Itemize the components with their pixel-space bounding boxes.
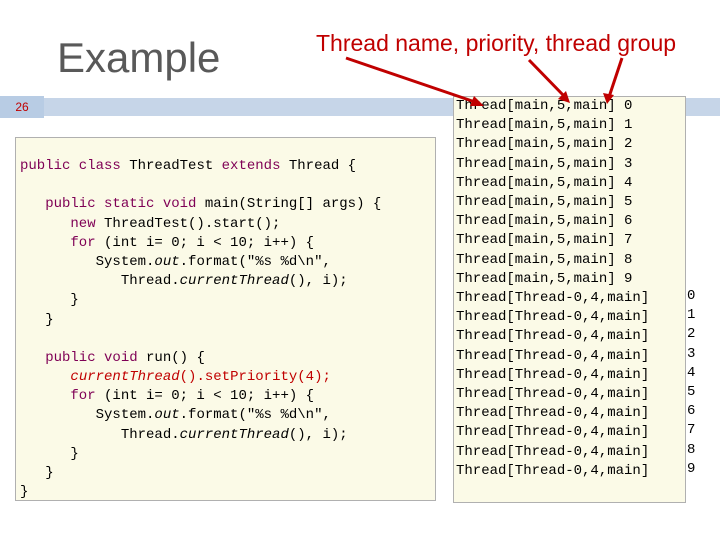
output-line: Thread[main,5,main] 7 bbox=[456, 232, 633, 249]
slide-title: Example bbox=[57, 34, 221, 81]
output-line: Thread[Thread-0,4,main] bbox=[456, 328, 650, 345]
code-line bbox=[20, 330, 381, 349]
output-line: Thread[main,5,main] 8 bbox=[456, 251, 633, 268]
output-counter: 8 bbox=[687, 441, 696, 458]
output-line: Thread[Thread-0,4,main] bbox=[456, 386, 650, 403]
output-line: Thread[main,5,main] 2 bbox=[456, 136, 633, 153]
output-counter: 4 bbox=[687, 364, 696, 381]
code-line: } bbox=[20, 311, 54, 328]
output-counter: 9 bbox=[687, 460, 696, 477]
output-line: Thread[Thread-0,4,main] bbox=[456, 290, 650, 307]
code-line bbox=[20, 176, 381, 195]
output-counter: 5 bbox=[687, 384, 696, 401]
output-line: Thread[main,5,main] 6 bbox=[456, 213, 633, 230]
code-line: public class ThreadTest extends Thread { bbox=[20, 158, 357, 174]
output-line: Thread[main,5,main] 9 bbox=[456, 270, 633, 287]
arrow-to-group bbox=[607, 57, 624, 98]
output-line: Thread[Thread-0,4,main] bbox=[456, 309, 650, 326]
code-line: Thread.currentThread(), i); bbox=[20, 273, 348, 290]
annotation-label: Thread name, priority, thread group bbox=[316, 30, 677, 56]
output-line: Thread[Thread-0,4,main] bbox=[456, 405, 650, 422]
code-line: public static void main(String[] args) { bbox=[20, 196, 382, 213]
output-line: Thread[Thread-0,4,main] bbox=[456, 424, 650, 441]
code-line: } bbox=[20, 484, 29, 501]
code-line: public void run() { bbox=[20, 349, 205, 366]
code-line: for (int i= 0; i < 10; i++) { bbox=[20, 388, 315, 405]
output-counter: 3 bbox=[687, 345, 696, 362]
output-counter: 0 bbox=[687, 288, 696, 304]
output-line: Thread[main,5,main] 4 bbox=[456, 174, 633, 191]
code-line: new ThreadTest().start(); bbox=[20, 215, 281, 232]
output-line: Thread[Thread-0,4,main] bbox=[456, 443, 650, 460]
output-line: Thread[main,5,main] 0 bbox=[456, 98, 633, 114]
code-line: } bbox=[20, 292, 79, 309]
output-line: Thread[main,5,main] 1 bbox=[456, 117, 633, 134]
output-line: Thread[Thread-0,4,main] bbox=[456, 366, 650, 383]
output-panel: Thread[main,5,main] 0 Thread[main,5,main]… bbox=[453, 96, 686, 503]
output-counter-column: 0 1 2 3 4 5 6 7 8 9 bbox=[687, 287, 695, 479]
output-line: Thread[main,5,main] 5 bbox=[456, 194, 633, 211]
slide-number-tab bbox=[0, 96, 44, 118]
code-line: } bbox=[20, 445, 79, 462]
code-line: Thread.currentThread(), i); bbox=[20, 426, 348, 443]
code-panel: public class ThreadTest extends Thread {… bbox=[15, 137, 436, 501]
output-counter: 2 bbox=[687, 326, 696, 343]
output-counter: 6 bbox=[687, 403, 696, 420]
code-line: } bbox=[20, 465, 54, 481]
arrow-to-priority bbox=[527, 58, 567, 99]
slide-number: 26 bbox=[15, 100, 29, 114]
output-counter: 7 bbox=[687, 422, 696, 439]
output-counter: 1 bbox=[687, 307, 696, 324]
console-output: Thread[main,5,main] 0 Thread[main,5,main]… bbox=[456, 97, 649, 481]
code-line: System.out.format("%s %d\n", bbox=[20, 407, 331, 424]
output-line: Thread[Thread-0,4,main] bbox=[456, 462, 650, 479]
code-line: currentThread().setPriority(4); bbox=[70, 369, 331, 386]
code-line: System.out.format("%s %d\n", bbox=[20, 253, 331, 270]
output-line: Thread[main,5,main] 3 bbox=[456, 155, 633, 172]
output-line: Thread[Thread-0,4,main] bbox=[456, 347, 650, 364]
code-line: for (int i= 0; i < 10; i++) { bbox=[20, 234, 315, 251]
code-listing: public class ThreadTest extends Thread {… bbox=[20, 157, 381, 502]
